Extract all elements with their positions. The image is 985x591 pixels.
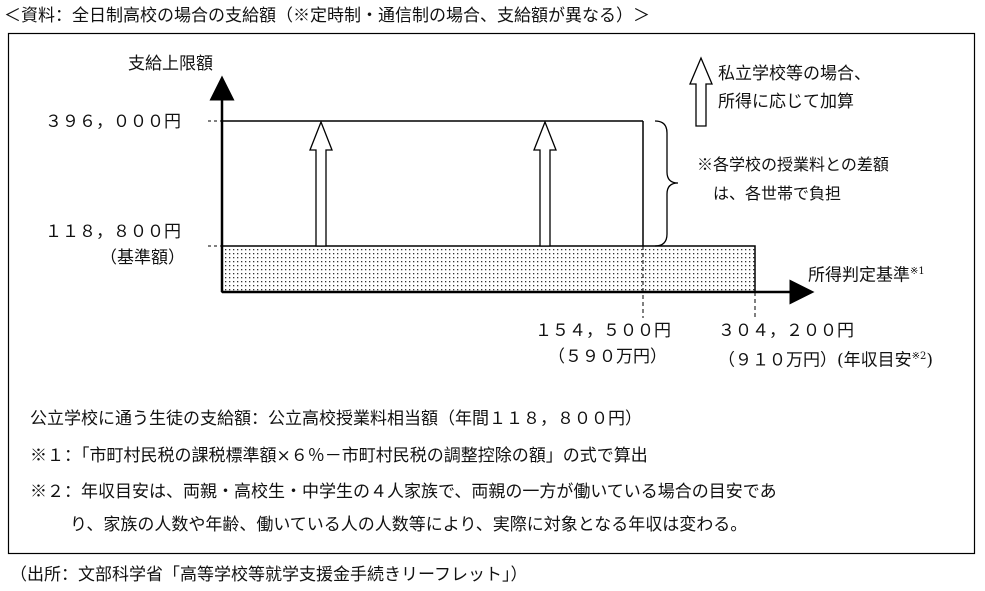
note-1: ※１：「市町村民税の課税標準額×６％－市町村民税の調整控除の額」の式で算出 — [30, 446, 648, 466]
up-arrow-icon — [309, 56, 713, 247]
legend-line2: 所得に応じて加算 — [718, 92, 854, 112]
upper-value: ３９６，０００円 — [45, 112, 181, 132]
threshold1-value: １５４，５００円 — [535, 321, 671, 341]
outer-frame — [7, 32, 976, 555]
base-amount-area — [221, 245, 756, 293]
note-2-line1: ※２：年収目安は、両親・高校生・中学生の４人家族で、両親の一方が働いている場合の… — [30, 482, 777, 502]
base-label: （基準額） — [100, 248, 185, 268]
note-2-line2: り、家族の人数や年齢、働いている人の人数等により、実際に対象となる年収は変わる。 — [70, 515, 748, 535]
brace-icon — [654, 120, 679, 247]
threshold1-income: （５９０万円） — [548, 347, 667, 367]
header-title: ＜資料：全日制高校の場合の支給額（※定時制・通信制の場合、支給額が異なる）＞ — [4, 6, 650, 26]
threshold2-income: （９１０万円）(年収目安※2) — [718, 350, 934, 371]
x-axis-label: 所得判定基準※1 — [808, 265, 925, 286]
legend-line1: 私立学校等の場合、 — [718, 64, 871, 84]
base-value: １１８，８００円 — [45, 222, 181, 242]
source-citation: （出所：文部科学省「高等学校等就学支援金手続きリーフレット」） — [10, 565, 528, 585]
public-school-note: 公立学校に通う生徒の支給額：公立高校授業料相当額（年間１１８，８００円） — [30, 409, 642, 429]
brace-note-line1: ※各学校の授業料との差額 — [697, 155, 889, 174]
y-axis-label: 支給上限額 — [128, 54, 213, 74]
brace-note-line2: は、各世帯で負担 — [713, 184, 842, 203]
threshold2-value: ３０４，２００円 — [718, 321, 854, 341]
